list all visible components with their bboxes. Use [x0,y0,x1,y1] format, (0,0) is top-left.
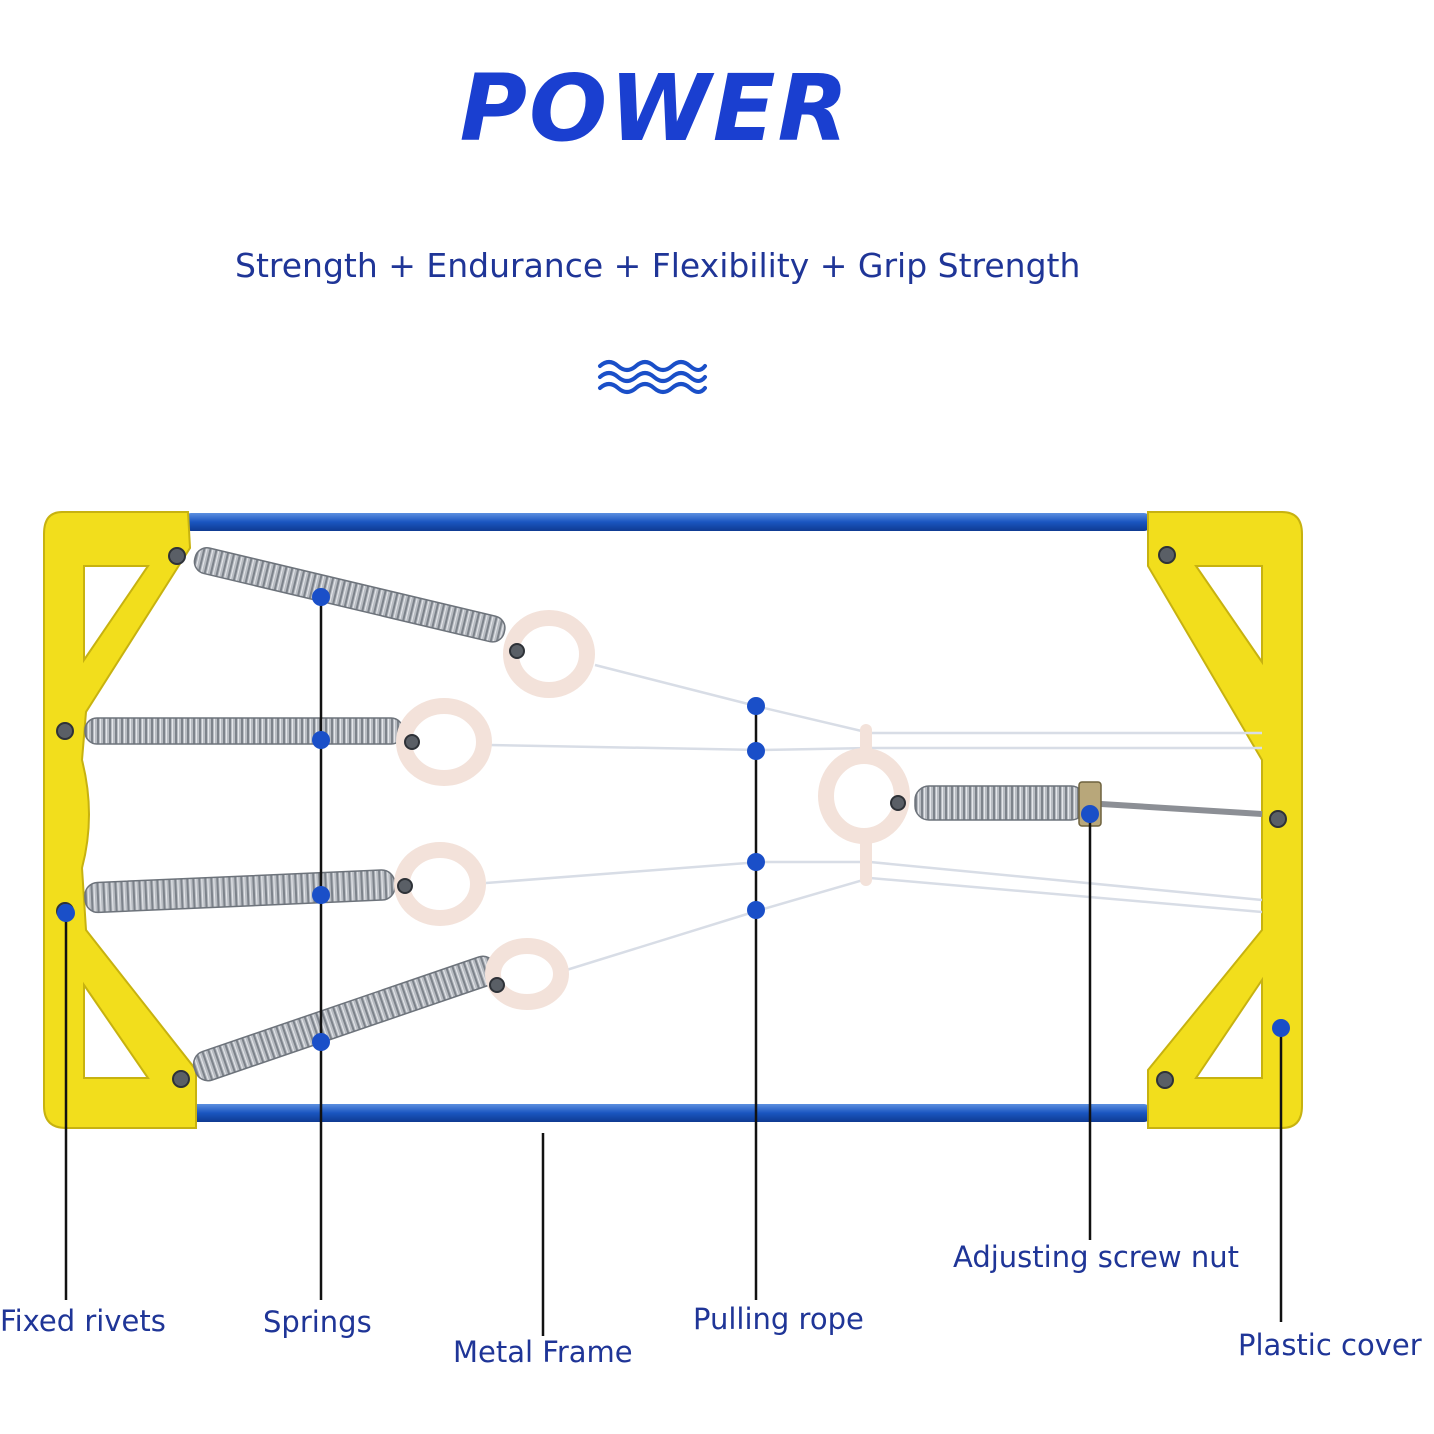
page-title: POWER [459,55,851,162]
rivet [56,722,74,740]
rivet [890,795,906,811]
spring-5 [914,785,1086,821]
label-plastic-cover: Plastic cover [1238,1328,1422,1362]
adjusting-screw [1078,781,1263,827]
rivet [168,547,186,565]
frame-bar-bottom [185,1104,1150,1122]
marker-dot [747,901,765,919]
callout-markers [57,588,1290,1051]
finger-ring-4 [485,938,569,1010]
marker-dot [312,588,330,606]
label-fixed-rivets: Fixed rivets [0,1304,166,1338]
label-springs: Springs [263,1305,372,1339]
marker-dot [747,742,765,760]
finger-ring-3 [394,842,486,926]
pulling-ropes [485,663,1263,974]
marker-dot [312,731,330,749]
wave-icon [598,360,707,394]
rivet [1156,1071,1174,1089]
rivet [397,878,413,894]
frame-bar-top [185,513,1150,531]
callout-lines [64,597,1283,1336]
rivet [1158,546,1176,564]
rivet [509,643,525,659]
rivet [1269,810,1287,828]
rivet [404,734,420,750]
spring-3 [84,869,396,914]
thumb-ring [818,748,910,844]
marker-dot [747,697,765,715]
marker-dot [1081,805,1099,823]
marker-dot [747,853,765,871]
rivet [172,1070,190,1088]
spring-4 [192,955,498,1082]
plastic-cover-right [1147,511,1303,1129]
label-metal-frame: Metal Frame [453,1335,633,1369]
marker-dot [312,1033,330,1051]
label-pulling-rope: Pulling rope [693,1302,864,1336]
page-subtitle: Strength + Endurance + Flexibility + Gri… [235,246,1081,285]
label-adjusting-screw-nut: Adjusting screw nut [953,1240,1239,1274]
rivets [56,546,1287,1089]
rivet [489,977,505,993]
plastic-cover-left [43,511,197,1129]
marker-dot [1272,1019,1290,1037]
spring-1 [193,547,506,643]
spring-2 [84,717,404,745]
marker-dot [312,886,330,904]
marker-dot [57,904,75,922]
metal-frame [185,513,1150,1122]
